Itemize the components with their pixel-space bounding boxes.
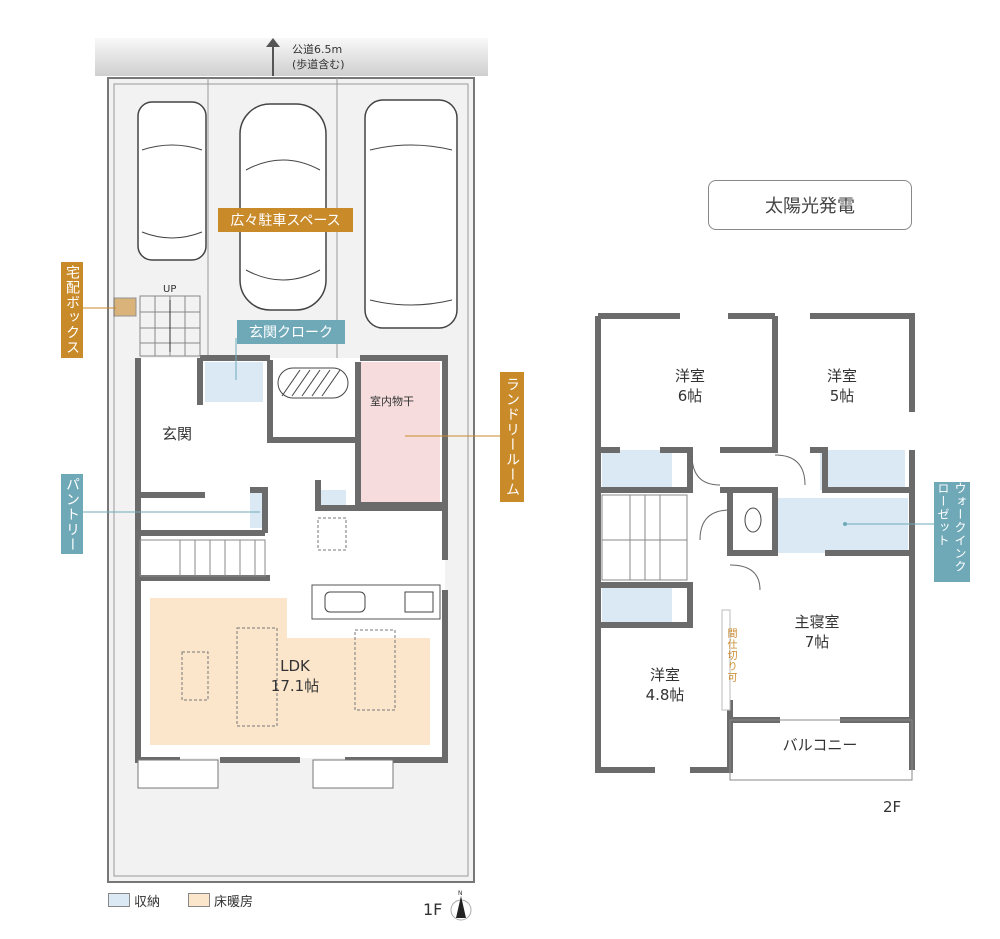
floor2-label: 2F (883, 798, 902, 816)
room-western-48-name: 洋室 (649, 666, 680, 684)
room-western-5-name: 洋室 (826, 367, 857, 385)
svg-text:N: N (458, 890, 463, 897)
floor1-plan (82, 77, 500, 883)
pantry-label: パントリー (61, 474, 83, 554)
solar-power-box: 太陽光発電 (708, 180, 912, 230)
solar-power-label: 太陽光発電 (765, 196, 855, 217)
legend-floor-heating-label: 床暖房 (214, 895, 254, 910)
room-western-6-size: 6帖 (677, 387, 703, 405)
indoor-drying-label: 室内物干 (370, 395, 414, 408)
entrance-room-label: 玄関 (161, 425, 192, 443)
parking-space-label: 広々駐車スペース (218, 208, 353, 232)
legend-floor-heating-swatch (188, 893, 210, 907)
room-western-6-name: 洋室 (674, 367, 705, 385)
balcony-label: バルコニー (782, 736, 858, 754)
floor2-plan (595, 313, 938, 781)
public-road (95, 38, 488, 76)
road-width-label: 公道6.5m (292, 43, 343, 56)
ldk-name-label: LDK (280, 657, 310, 675)
north-arrow-icon: N (450, 890, 472, 921)
floor1-label: 1F (423, 900, 443, 919)
delivery-box-label: 宅配ボックス (61, 262, 83, 358)
laundry-room-label: ランドリールーム (500, 372, 524, 502)
road-note-label: (歩道含む) (292, 58, 345, 71)
road-arrow-head-icon (266, 38, 280, 47)
ldk-size-label: 17.1帖 (270, 677, 320, 695)
walk-in-closet-label: ウォークインクローゼット (934, 482, 970, 582)
legend-storage-swatch (108, 893, 130, 907)
road-arrow-icon (272, 40, 274, 76)
stair-up-label: UP (163, 284, 177, 295)
entrance-cloak-label: 玄関クローク (237, 320, 345, 344)
room-western-48-size: 4.8帖 (645, 686, 685, 704)
master-bedroom-name: 主寝室 (794, 613, 840, 631)
room-western-5-size: 5帖 (829, 387, 855, 405)
legend-storage-label: 収納 (134, 895, 161, 910)
partition-label: 間仕切り可 (725, 628, 736, 683)
master-bedroom-size: 7帖 (804, 633, 830, 651)
